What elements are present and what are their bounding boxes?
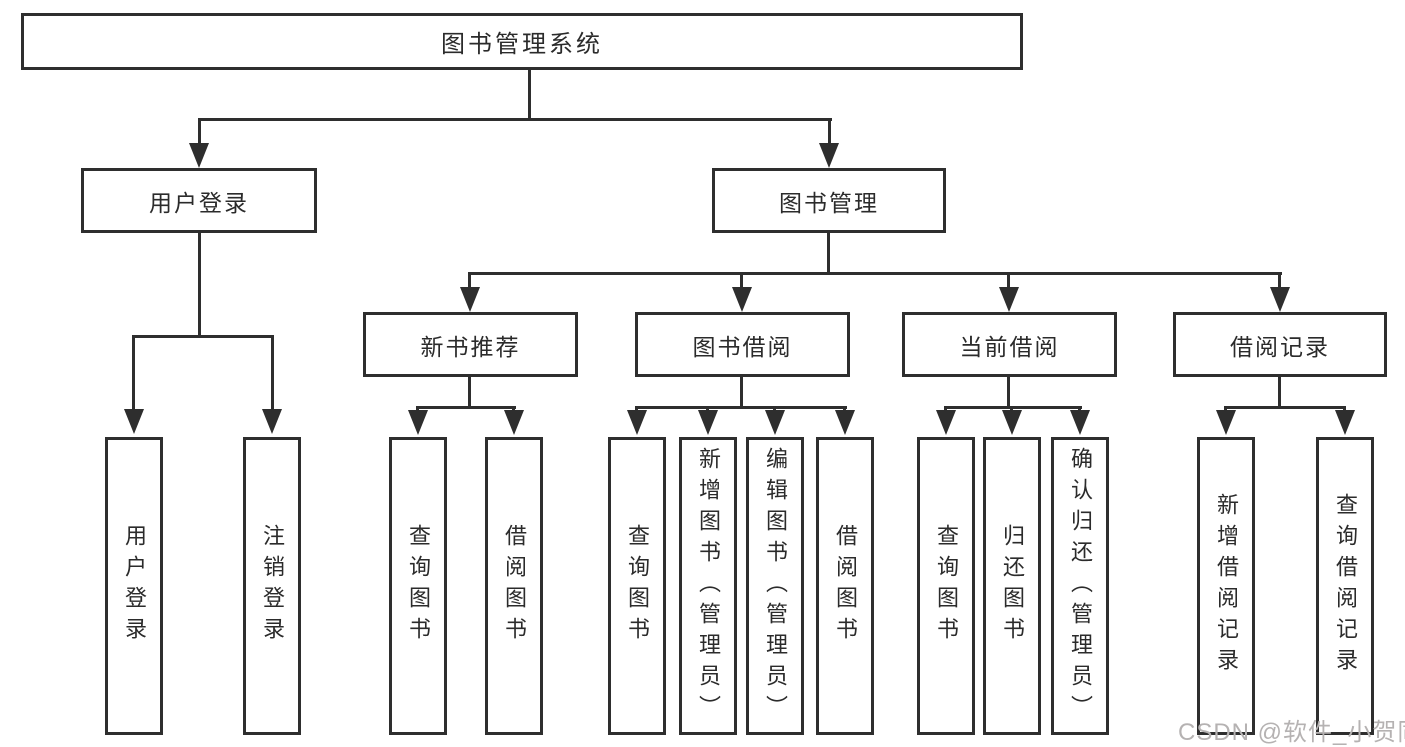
- arrow-down-icon: [819, 143, 839, 168]
- arrow-down-icon: [124, 409, 144, 434]
- connector-drop-section: [1007, 272, 1010, 290]
- connector-section-stem: [740, 377, 743, 408]
- arrow-down-icon: [262, 409, 282, 434]
- connector-section-branch: [944, 406, 1082, 409]
- leaf-cb-query-books: 查询图书: [917, 437, 975, 735]
- leaf-label: 用户登录: [122, 524, 147, 648]
- leaf-cb-return-books: 归还图书: [983, 437, 1041, 735]
- leaf-label: 查询图书: [625, 524, 650, 648]
- connector-book-management-stem: [827, 233, 830, 274]
- connector-user-login-stem: [198, 233, 201, 337]
- leaf-label: 归还图书: [1000, 524, 1025, 648]
- leaf-label: 注销登录: [260, 524, 285, 648]
- node-label: 用户登录: [149, 189, 249, 216]
- connector-drop-book-management: [828, 118, 831, 146]
- connector-section-branch: [635, 406, 847, 409]
- connector-root-stem: [528, 70, 531, 120]
- leaf-bb-borrow-books: 借阅图书: [816, 437, 874, 735]
- leaf-bb-edit-books-admin: 编辑图书（管理员）: [746, 437, 804, 735]
- arrow-down-icon: [408, 410, 428, 435]
- leaf-br-add-borrow-record: 新增借阅记录: [1197, 437, 1255, 735]
- node-borrow-record: 借阅记录: [1173, 312, 1387, 377]
- node-label: 图书借阅: [692, 333, 793, 360]
- arrow-down-icon: [698, 410, 718, 435]
- leaf-label: 借阅图书: [502, 524, 527, 648]
- arrow-down-icon: [189, 143, 209, 168]
- leaf-label: 确认归还（管理员）: [1068, 446, 1093, 726]
- leaf-label: 编辑图书（管理员）: [763, 446, 788, 726]
- node-new-book-recommend: 新书推荐: [363, 312, 578, 377]
- connector-level2-branch: [468, 272, 1282, 275]
- leaf-nb-query-books: 查询图书: [389, 437, 447, 735]
- arrow-down-icon: [1070, 410, 1090, 435]
- node-label: 图书管理: [779, 189, 879, 216]
- connector-section-branch: [1224, 406, 1346, 409]
- leaf-label: 查询图书: [934, 524, 959, 648]
- connector-section-stem: [1007, 377, 1010, 408]
- arrow-down-icon: [835, 410, 855, 435]
- connector-drop-user-login: [198, 118, 201, 146]
- leaf-cb-confirm-return-admin: 确认归还（管理员）: [1051, 437, 1109, 735]
- node-label: 新书推荐: [420, 333, 521, 360]
- leaf-bb-add-books-admin: 新增图书（管理员）: [679, 437, 737, 735]
- arrow-down-icon: [1270, 287, 1290, 312]
- arrow-down-icon: [936, 410, 956, 435]
- leaf-label: 新增借阅记录: [1214, 493, 1239, 679]
- arrow-down-icon: [1335, 410, 1355, 435]
- csdn-watermark: CSDN @软件_小贺同学: [1178, 719, 1405, 746]
- connector-section-branch: [416, 406, 516, 409]
- connector-drop-leaf: [271, 335, 274, 413]
- node-user-login: 用户登录: [81, 168, 317, 233]
- arrow-down-icon: [999, 287, 1019, 312]
- connector-drop-section: [468, 272, 471, 290]
- leaf-logout: 注销登录: [243, 437, 301, 735]
- leaf-bb-query-books: 查询图书: [608, 437, 666, 735]
- node-current-borrow: 当前借阅: [902, 312, 1117, 377]
- connector-drop-section: [740, 272, 743, 290]
- connector-user-login-branch: [132, 335, 274, 338]
- connector-level1-branch: [198, 118, 832, 121]
- leaf-label: 查询借阅记录: [1333, 493, 1358, 679]
- leaf-nb-borrow-books: 借阅图书: [485, 437, 543, 735]
- arrow-down-icon: [732, 287, 752, 312]
- arrow-down-icon: [460, 287, 480, 312]
- arrow-down-icon: [765, 410, 785, 435]
- leaf-user-login: 用户登录: [105, 437, 163, 735]
- connector-drop-leaf: [132, 335, 135, 413]
- node-book-borrow: 图书借阅: [635, 312, 850, 377]
- connector-section-stem: [1278, 377, 1281, 408]
- leaf-label: 查询图书: [406, 524, 431, 648]
- node-label: 借阅记录: [1230, 333, 1330, 360]
- leaf-label: 新增图书（管理员）: [696, 446, 721, 726]
- arrow-down-icon: [504, 410, 524, 435]
- leaf-label: 借阅图书: [833, 524, 858, 648]
- arrow-down-icon: [1216, 410, 1236, 435]
- node-book-management: 图书管理: [712, 168, 946, 233]
- leaf-br-query-borrow-record: 查询借阅记录: [1316, 437, 1374, 735]
- node-label: 图书管理系统: [441, 31, 603, 58]
- node-label: 当前借阅: [959, 333, 1060, 360]
- arrow-down-icon: [627, 410, 647, 435]
- connector-section-stem: [468, 377, 471, 408]
- connector-drop-section: [1278, 272, 1281, 290]
- node-root: 图书管理系统: [21, 13, 1023, 70]
- arrow-down-icon: [1002, 410, 1022, 435]
